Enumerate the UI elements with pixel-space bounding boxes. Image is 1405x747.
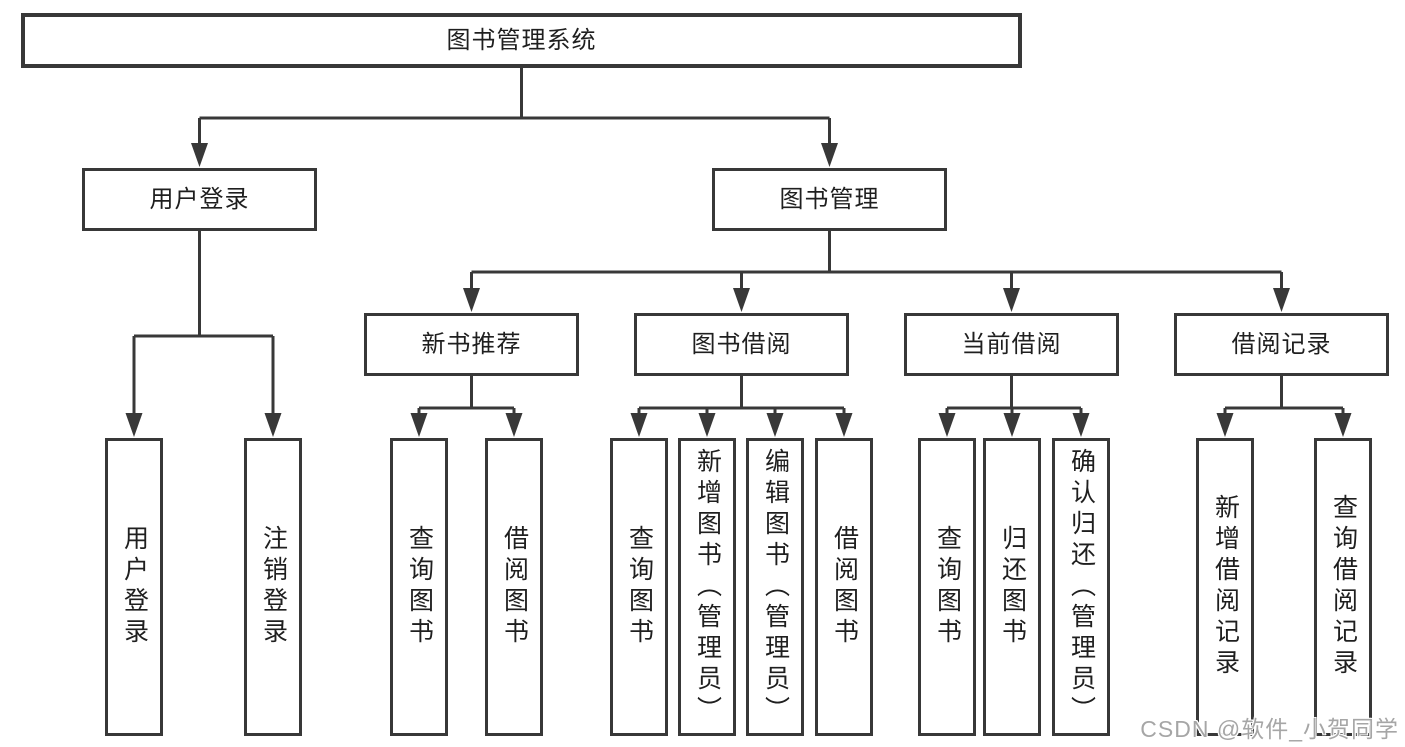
leaf-logout: 注销登录: [244, 438, 302, 736]
leaf-records-add-borrow-record: 新增借阅记录: [1196, 438, 1254, 736]
leaf-newbooks-borrow-books: 借阅图书: [485, 438, 543, 736]
leaf-borrowing-edit-books-admin: 编辑图书（管理员）: [746, 438, 804, 736]
connector-newbooks-to-leaves: [410, 376, 523, 437]
leaf-current-query-books: 查询图书: [918, 438, 976, 736]
leaf-borrowing-add-books-admin: 新增图书（管理员）: [678, 438, 736, 736]
node-book-management: 图书管理: [712, 168, 947, 231]
connector-bookborrow-to-leaves: [630, 376, 853, 437]
connector-currentborrow-to-leaves: [938, 376, 1090, 437]
leaf-current-confirm-return-admin: 确认归还（管理员）: [1052, 438, 1110, 736]
node-root-system: 图书管理系统: [21, 13, 1022, 68]
connector-bookmgmt-to-level3: [463, 231, 1290, 312]
leaf-borrowing-borrow-books: 借阅图书: [815, 438, 873, 736]
connector-userlogin-to-leaves: [125, 231, 282, 437]
leaf-newbooks-query-books: 查询图书: [390, 438, 448, 736]
node-borrowing-records: 借阅记录: [1174, 313, 1389, 376]
node-user-login: 用户登录: [82, 168, 317, 231]
leaf-borrowing-query-books: 查询图书: [610, 438, 668, 736]
node-current-borrowing: 当前借阅: [904, 313, 1119, 376]
node-new-book-recommend: 新书推荐: [364, 313, 579, 376]
connector-root-to-level2: [191, 68, 838, 167]
node-book-borrowing: 图书借阅: [634, 313, 849, 376]
connector-records-to-leaves: [1216, 376, 1352, 437]
leaf-current-return-books: 归还图书: [983, 438, 1041, 736]
watermark-text: CSDN @软件_小贺同学: [1140, 716, 1399, 742]
leaf-records-query-borrow-record: 查询借阅记录: [1314, 438, 1372, 736]
leaf-user-login: 用户登录: [105, 438, 163, 736]
